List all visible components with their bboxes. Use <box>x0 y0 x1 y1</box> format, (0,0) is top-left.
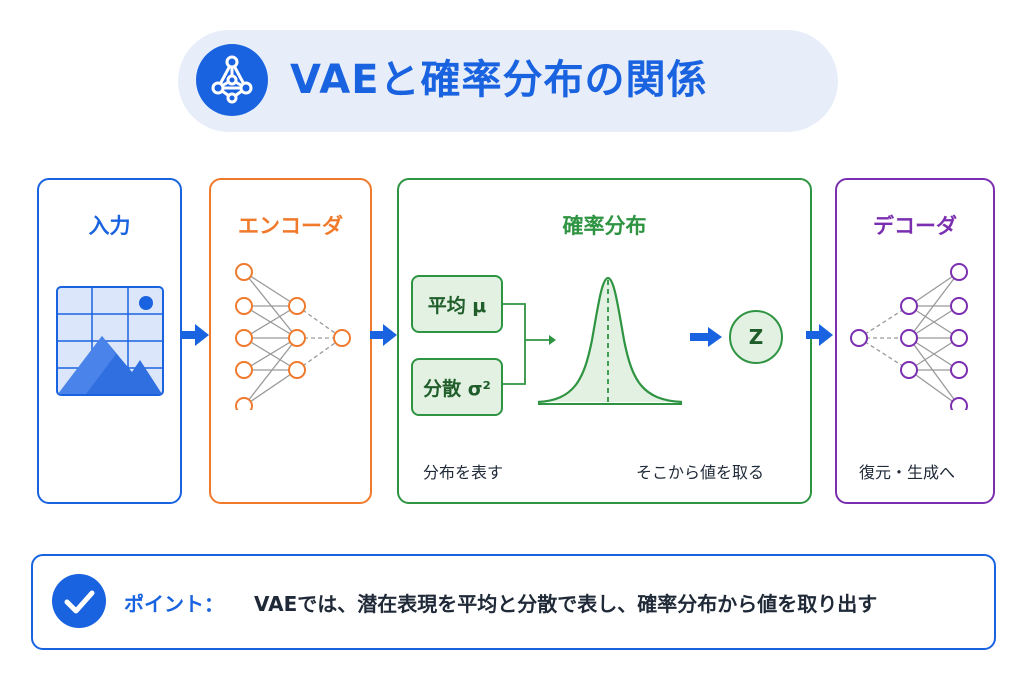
neural-network-icon <box>850 263 968 410</box>
encoder-panel-title: エンコーダ <box>238 214 343 238</box>
neural-network-icon <box>235 263 351 410</box>
sample-arrow <box>690 327 722 347</box>
arrow-encoder-to-distribution <box>370 324 397 346</box>
distribution-panel-title: 確率分布 <box>562 214 647 238</box>
input-panel: 入力 <box>37 178 182 504</box>
distribution-caption-right: そこから値を取る <box>636 463 765 482</box>
title-banner <box>178 30 838 132</box>
point-text: VAEでは、潜在表現を平均と分散で表し、確率分布から値を取り出す <box>254 592 878 616</box>
distribution-caption-left: 分布を表す <box>423 463 504 482</box>
decoder-panel: デコーダ <box>835 178 995 504</box>
latent-z: Z <box>729 310 783 364</box>
input-panel-title: 入力 <box>88 214 131 238</box>
mean-box: 平均 μ <box>411 275 503 333</box>
arrow-input-to-encoder <box>182 324 209 346</box>
page-title: VAEと確率分布の関係 <box>290 57 708 103</box>
merge-arrow <box>503 303 556 385</box>
encoder-panel: エンコーダ <box>209 178 372 504</box>
bell-curve-icon <box>537 276 683 405</box>
decoder-caption: 復元・生成へ <box>859 463 956 482</box>
image-grid-icon <box>56 286 164 396</box>
decoder-panel-title: デコーダ <box>873 214 957 238</box>
point-label: ポイント： <box>124 592 224 616</box>
arrow-distribution-to-decoder <box>806 324 833 346</box>
point-box <box>31 554 996 650</box>
network-graph-icon <box>196 44 268 116</box>
check-icon <box>52 574 106 628</box>
variance-box: 分散 σ² <box>411 358 503 416</box>
